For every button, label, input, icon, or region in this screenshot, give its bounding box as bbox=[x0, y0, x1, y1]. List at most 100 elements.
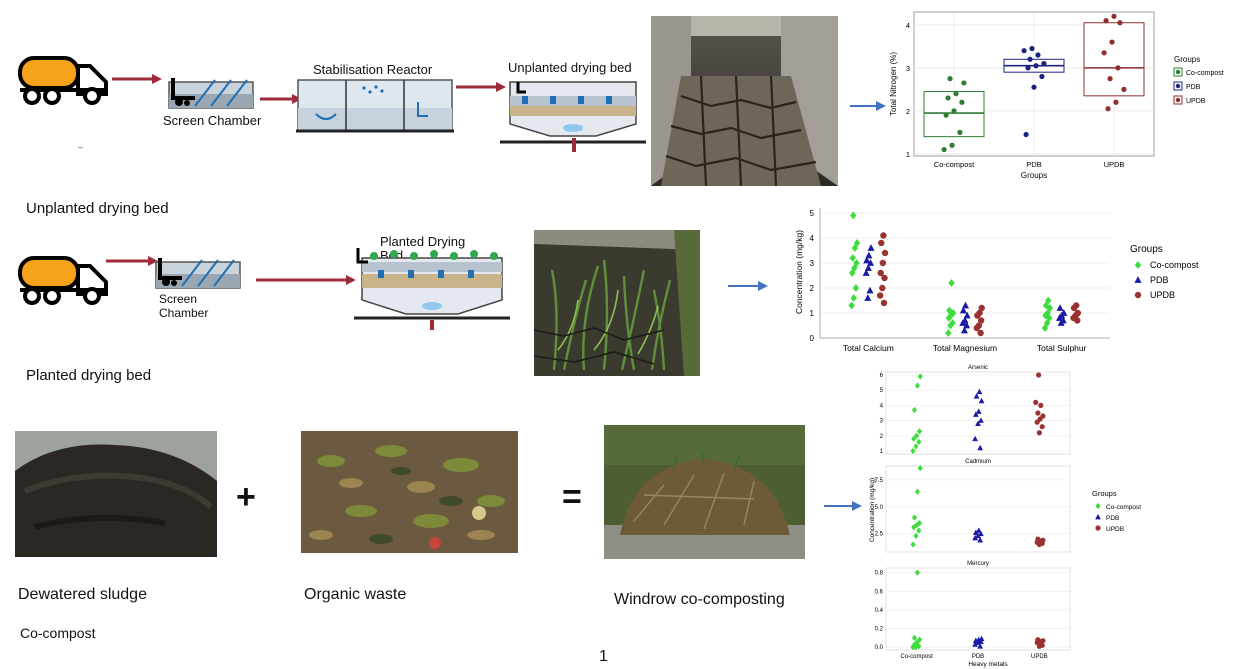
flow-arrow-4 bbox=[106, 254, 158, 272]
heavy-metals-point bbox=[973, 393, 980, 399]
nitrogen-point bbox=[1039, 73, 1045, 80]
nitrogen-legend-label: PDB bbox=[1186, 84, 1201, 91]
heavy-metals-point bbox=[975, 532, 981, 539]
heavy-metals-panel-title: Arsenic bbox=[968, 365, 988, 371]
heavy-metals-ytick: 0.4 bbox=[875, 608, 884, 614]
heavy-metals-point bbox=[978, 530, 984, 537]
heavy-metals-point bbox=[1038, 402, 1044, 409]
nitrogen-box bbox=[923, 91, 985, 138]
heavy-metals-panel-title: Cadmium bbox=[965, 459, 991, 465]
nitrogen-ytick: 4 bbox=[906, 21, 910, 30]
dewatered-sludge-photo bbox=[15, 431, 217, 557]
heavy-metals-legend-key bbox=[1095, 525, 1101, 531]
flow-arrow-blue-1 bbox=[850, 99, 886, 117]
heavy-metals-point bbox=[917, 465, 923, 472]
nitrogen-ylabel: Total Nitrogen (%) bbox=[889, 52, 898, 116]
macro-legend-key bbox=[1134, 291, 1142, 299]
flow-arrow-1 bbox=[112, 72, 162, 90]
macro-xtick: Total Magnesium bbox=[933, 343, 997, 353]
flow-arrow-blue-3 bbox=[824, 499, 862, 517]
heavy-metals-legend-label: PDB bbox=[1106, 515, 1119, 522]
macro-point bbox=[865, 251, 873, 259]
macro-point bbox=[864, 294, 872, 301]
label-windrow: Windrow co-composting bbox=[614, 591, 785, 608]
macro-legend-label: Co-compost bbox=[1150, 260, 1199, 270]
nitrogen-point bbox=[1117, 20, 1123, 26]
macro-point bbox=[864, 264, 872, 271]
heavy-metals-point bbox=[913, 443, 919, 450]
macro-legend-title: Groups bbox=[1130, 244, 1163, 255]
truck-icon-row1 bbox=[18, 50, 110, 111]
nitrogen-point bbox=[941, 146, 947, 153]
heavy-metals-point bbox=[916, 527, 922, 534]
heavy-metals-point bbox=[972, 529, 979, 535]
heavy-metals-ytick: 6 bbox=[880, 373, 884, 379]
heavy-metals-xtick: Co-compost bbox=[900, 654, 933, 660]
heavy-metals-panel-title: Mercury bbox=[967, 561, 989, 567]
nitrogen-point bbox=[1105, 106, 1111, 112]
macro-ytick: 5 bbox=[810, 209, 815, 218]
macro-point bbox=[963, 311, 971, 319]
macro-point bbox=[977, 329, 984, 337]
macro-point bbox=[1059, 316, 1067, 324]
heavy-metals-point bbox=[975, 408, 982, 414]
heavy-metals-point bbox=[972, 534, 978, 541]
macro-point bbox=[862, 269, 870, 276]
screen-chamber-icon-row2 bbox=[152, 256, 244, 295]
macro-point bbox=[881, 249, 889, 257]
nitrogen-ytick: 1 bbox=[906, 150, 910, 159]
heavy-metals-point bbox=[972, 411, 979, 417]
nitrogen-xlabel: Groups bbox=[1021, 171, 1047, 180]
stabilisation-reactor-icon bbox=[296, 78, 454, 139]
macro-point bbox=[1074, 309, 1082, 317]
macro-point bbox=[949, 319, 956, 327]
macro-point bbox=[946, 306, 953, 315]
heavy-metals-point bbox=[975, 527, 982, 533]
nitrogen-point bbox=[957, 129, 963, 135]
dash-mark: – bbox=[78, 142, 84, 152]
unplanted-bed-label: Unplanted drying bed bbox=[508, 60, 632, 75]
heavy-metals-point bbox=[1035, 410, 1041, 416]
macro-point bbox=[848, 269, 856, 277]
plus-sign: + bbox=[236, 478, 256, 516]
heavy-metals-point bbox=[1040, 413, 1046, 419]
macro-point bbox=[961, 316, 969, 324]
label-organic-waste: Organic waste bbox=[304, 586, 407, 603]
unplanted-bed-photo bbox=[651, 16, 838, 186]
nitrogen-legend-label: UPDB bbox=[1186, 98, 1206, 105]
heavy-metals-ytick: 7.5 bbox=[875, 478, 884, 484]
nitrogen-point bbox=[1041, 60, 1047, 67]
macro-point bbox=[863, 256, 871, 264]
nitrogen-point bbox=[1035, 52, 1041, 58]
nitrogen-legend-dot bbox=[1175, 97, 1181, 103]
macro-point bbox=[960, 326, 968, 334]
heavy-metals-xtick: PDB bbox=[972, 654, 984, 660]
macro-point bbox=[850, 294, 857, 302]
nitrogen-point bbox=[1113, 99, 1119, 105]
macro-ylabel: Concentration (mg/kg) bbox=[794, 230, 804, 314]
heavy-metals-ytick: 2 bbox=[880, 434, 884, 440]
nitrogen-point bbox=[953, 91, 959, 97]
nitrogen-point bbox=[1107, 76, 1113, 82]
flow-arrow-2 bbox=[260, 92, 302, 110]
macro-point bbox=[848, 301, 855, 310]
nitrogen-point bbox=[1115, 65, 1121, 71]
heavy-metals-ytick: 0.6 bbox=[875, 589, 884, 595]
nitrogen-legend-title: Groups bbox=[1174, 55, 1200, 64]
macro-point bbox=[1056, 304, 1064, 311]
unplanted-bed-icon bbox=[500, 78, 646, 157]
macro-point bbox=[1042, 301, 1050, 310]
heavy-metals-point bbox=[978, 635, 985, 642]
heavy-metals-ytick: 0.0 bbox=[875, 645, 884, 651]
nitrogen-xtick: PDB bbox=[1026, 160, 1041, 169]
nitrogen-point bbox=[1023, 131, 1029, 138]
macro-point bbox=[881, 274, 888, 282]
nitrogen-point bbox=[949, 142, 955, 148]
macro-point bbox=[963, 321, 971, 329]
nitrogen-point bbox=[945, 95, 951, 101]
heavy-metals-ytick: 5.0 bbox=[875, 505, 884, 511]
heavy-metals-point bbox=[978, 397, 985, 404]
macro-point bbox=[945, 329, 952, 337]
macro-legend-label: UPDB bbox=[1150, 290, 1175, 300]
